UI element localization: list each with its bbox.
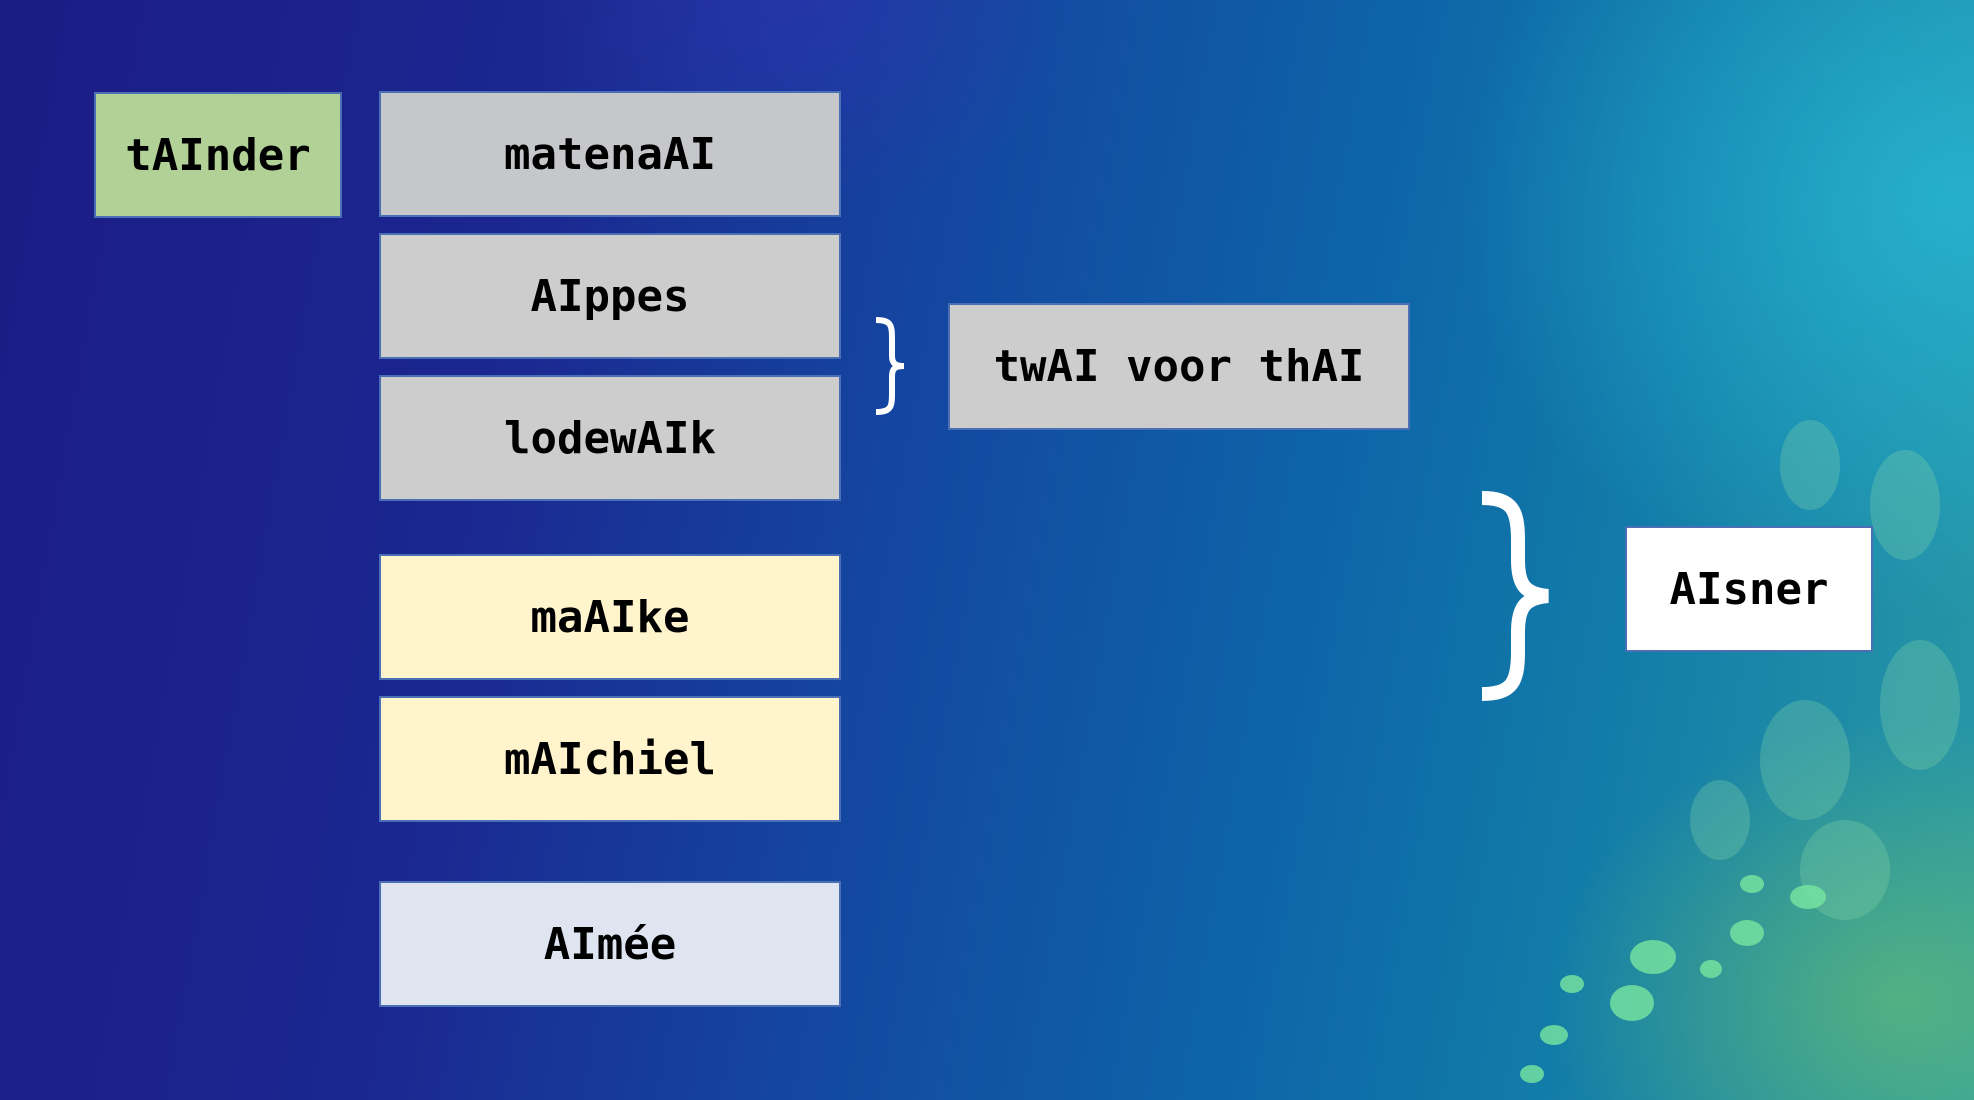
box-matenaai: matenaAI <box>379 91 841 217</box>
box-lodewaik: lodewAIk <box>379 375 841 501</box>
box-maaike: maAIke <box>379 554 841 680</box>
box-aimee-label: AImée <box>543 918 677 970</box>
large-brace-icon <box>1481 491 1549 701</box>
box-maaike-label: maAIke <box>530 591 690 643</box>
box-maichiel: mAIchiel <box>379 696 841 822</box>
box-aimee: AImée <box>379 881 841 1007</box>
box-twai-voor-thai-label: twAI voor thAI <box>993 341 1365 392</box>
box-maichiel-label: mAIchiel <box>504 733 716 785</box>
box-aisner: AIsner <box>1625 526 1873 652</box>
box-aippes-label: AIppes <box>530 270 690 322</box>
box-aisner-label: AIsner <box>1669 563 1829 615</box>
box-tainder: tAInder <box>94 92 342 218</box>
small-brace-icon <box>875 317 905 415</box>
box-aippes: AIppes <box>379 233 841 359</box>
box-matenaai-label: matenaAI <box>504 128 716 180</box>
box-lodewaik-label: lodewAIk <box>504 412 716 464</box>
box-twai-voor-thai: twAI voor thAI <box>948 303 1410 430</box>
box-tainder-label: tAInder <box>125 129 311 181</box>
